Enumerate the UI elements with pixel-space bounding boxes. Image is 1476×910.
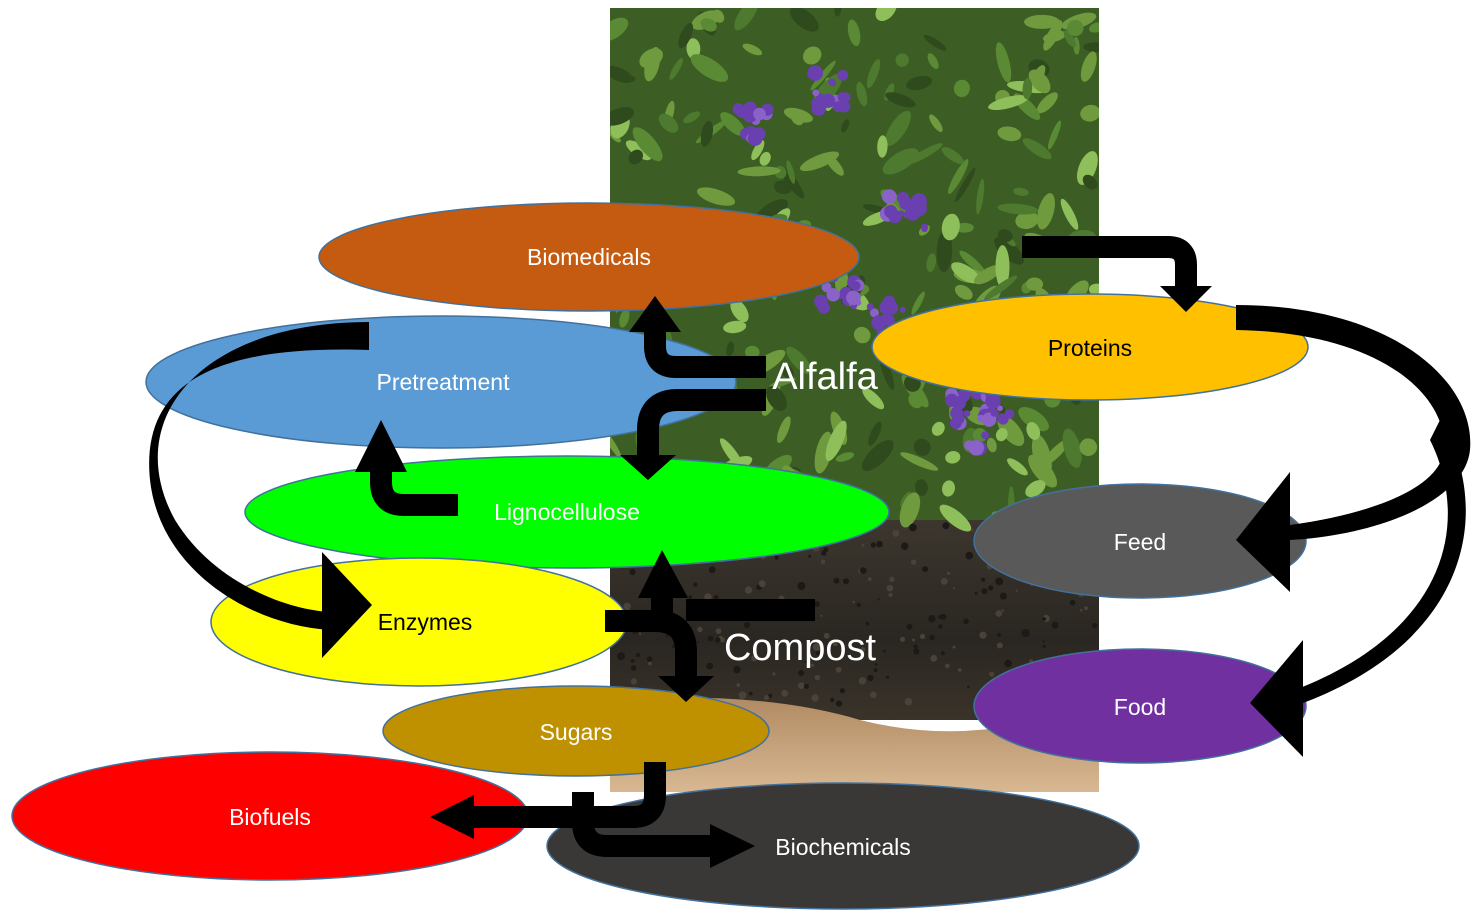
enzymes-label: Enzymes: [378, 609, 473, 635]
biofuels-label: Biofuels: [229, 804, 311, 830]
pretreatment-label: Pretreatment: [377, 369, 511, 395]
proteins-label: Proteins: [1048, 335, 1132, 361]
arrow-compost-to-sugars: [605, 621, 686, 680]
biochemicals-label: Biochemicals: [775, 834, 911, 860]
feed-label: Feed: [1114, 529, 1166, 555]
arrow-alfalfa-to-lignocellulose: [648, 400, 766, 458]
food-label: Food: [1114, 694, 1166, 720]
sugars-label: Sugars: [540, 719, 613, 745]
lignocellulose-label: Lignocellulose: [494, 499, 640, 525]
arrow-proteins-to-food: [1295, 420, 1466, 706]
arrow-alfalfa-to-proteins: [1022, 247, 1186, 288]
biomedicals-label: Biomedicals: [527, 244, 651, 270]
